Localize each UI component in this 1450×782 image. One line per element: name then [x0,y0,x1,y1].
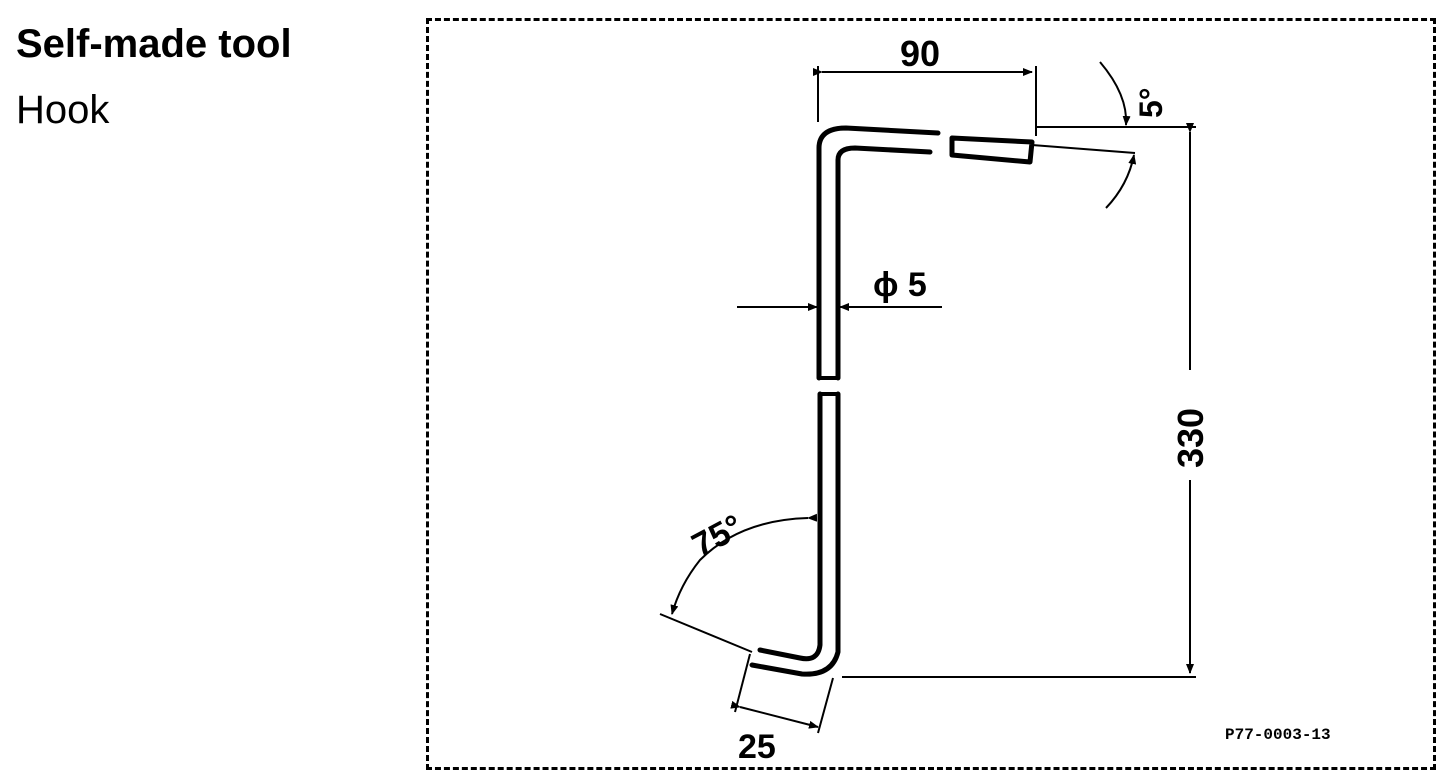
drawing-frame [426,18,1436,770]
dimension-90 [813,66,1037,136]
dimension-330 [842,123,1196,678]
dim-height-label: 330 [1170,408,1211,468]
dimension-5deg [1031,61,1196,209]
dimension-25 [730,653,834,734]
dim-top-angle-label: 5° [1133,87,1169,118]
dim-bottom-angle-label: 75° [686,507,749,565]
hook-rod [749,125,1035,677]
dimension-75deg [659,513,818,653]
dim-length-label: 90 [900,33,940,74]
page-title: Self-made tool [16,22,292,66]
dim-hook-label: 25 [738,728,776,766]
page-subtitle: Hook [16,88,110,132]
drawing-code: P77-0003-13 [1225,726,1331,744]
dim-diameter-label: ϕ 5 [873,266,927,304]
